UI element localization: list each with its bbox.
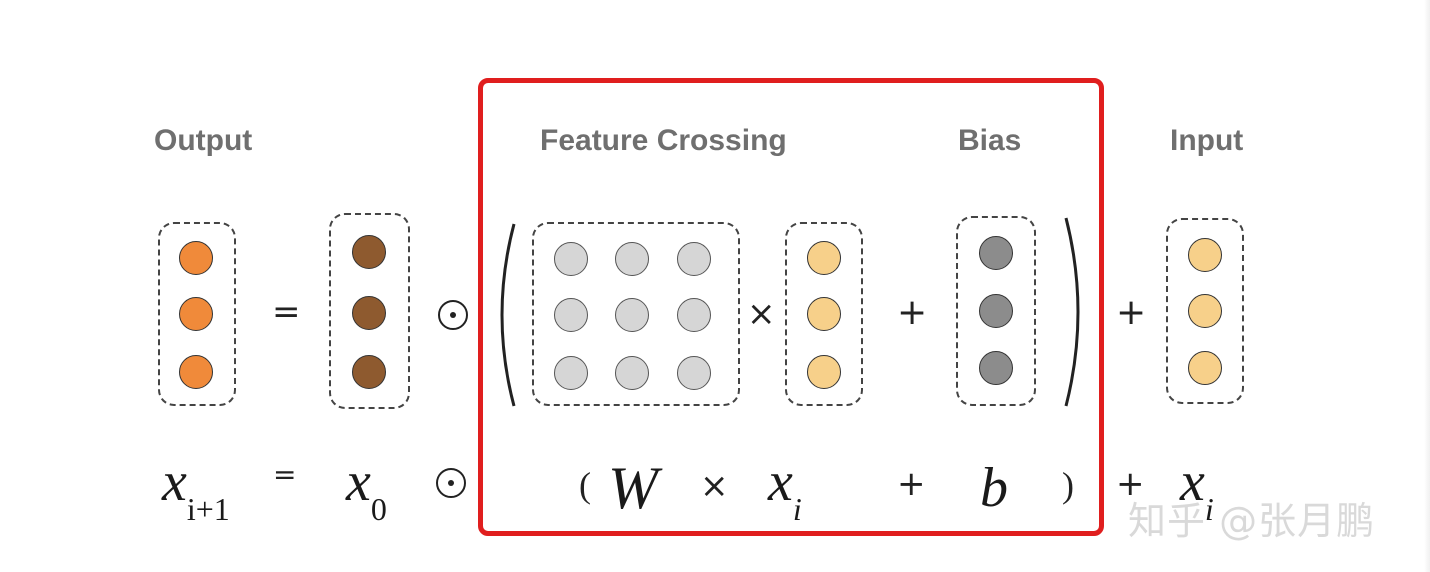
x-next-var: x (162, 451, 187, 513)
x-next-symbol: xi+1 (162, 454, 230, 525)
x-input-subscript: i (1204, 491, 1214, 527)
plus-sign-residual-equation: + (1116, 464, 1145, 504)
open-paren-equation: ( (579, 465, 591, 505)
xi-vector (785, 222, 863, 406)
x0-symbol: x0 (346, 454, 387, 525)
bias-node (979, 351, 1013, 385)
weight-node (677, 356, 711, 390)
x0-var: x (346, 451, 371, 513)
times-sign: × (747, 294, 776, 334)
input-node (807, 297, 841, 331)
weight-node (615, 298, 649, 332)
weight-node (677, 242, 711, 276)
hadamard-product-icon-equation (436, 468, 466, 498)
plus-sign: + (897, 292, 928, 333)
hadamard-product-icon (438, 300, 468, 330)
x-next-subscript: i+1 (186, 491, 230, 527)
x0-vector (329, 213, 410, 409)
plus-sign-residual: + (1116, 292, 1147, 333)
weight-node (615, 242, 649, 276)
x0-node (352, 296, 386, 330)
equals-sign: = (272, 292, 301, 332)
bias-node (979, 294, 1013, 328)
page-edge (1424, 0, 1430, 572)
w-symbol: W (608, 455, 658, 521)
xi-subscript: i (792, 491, 802, 527)
right-bracket (1064, 217, 1080, 407)
x-input-var: x (1180, 451, 1205, 513)
input-label: Input (1170, 124, 1244, 157)
input-node (807, 355, 841, 389)
input-node (1188, 294, 1222, 328)
input-node (807, 241, 841, 275)
times-sign-equation: × (700, 466, 729, 506)
output-node (179, 355, 213, 389)
plus-sign-equation: + (897, 464, 926, 504)
weight-node (554, 242, 588, 276)
xi-var: x (768, 451, 793, 513)
input-vector (1166, 218, 1244, 404)
b-symbol: b (980, 457, 1008, 519)
weight-matrix (532, 222, 740, 406)
xi-symbol: xi (768, 454, 802, 525)
output-label: Output (154, 124, 253, 157)
weight-node (554, 356, 588, 390)
x0-subscript: 0 (370, 491, 387, 527)
feature-crossing-label: Feature Crossing (540, 124, 787, 157)
weight-node (677, 298, 711, 332)
equals-sign-equation: = (273, 458, 297, 491)
close-paren-equation: ) (1062, 465, 1074, 505)
feature-crossing-highlight-frame (478, 78, 1104, 536)
left-bracket (500, 223, 516, 407)
output-node (179, 241, 213, 275)
weight-node (554, 298, 588, 332)
input-node (1188, 351, 1222, 385)
watermark: 知乎 @张月鹏 (1128, 499, 1376, 543)
output-node (179, 297, 213, 331)
bias-label: Bias (958, 124, 1022, 157)
weight-node (615, 356, 649, 390)
x0-node (352, 355, 386, 389)
bias-vector (956, 216, 1036, 406)
input-node (1188, 238, 1222, 272)
x0-node (352, 235, 386, 269)
bias-node (979, 236, 1013, 270)
x-input-symbol: xi (1180, 454, 1214, 525)
output-vector (158, 222, 236, 406)
